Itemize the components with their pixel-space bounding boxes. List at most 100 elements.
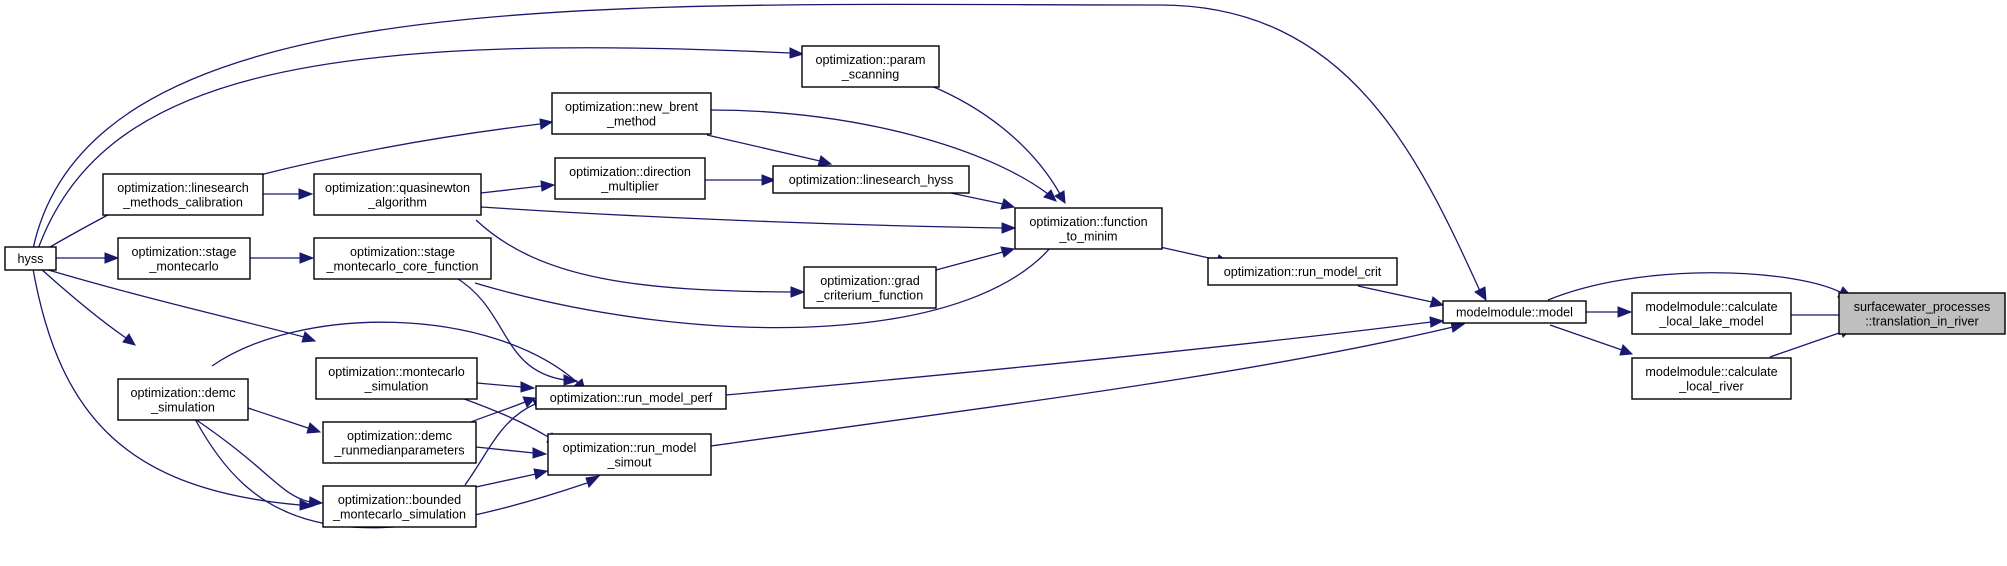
edge-hyss-demc xyxy=(39,267,136,346)
node-label: _simout xyxy=(606,455,652,469)
edge-lsmc-quasi xyxy=(263,188,314,200)
edge-smcf-perf xyxy=(454,276,579,386)
node-box xyxy=(801,45,940,88)
edge-hyss-param xyxy=(37,47,805,250)
node-label: optimization::grad xyxy=(820,274,919,288)
node-box xyxy=(315,357,478,400)
node-mcs[interactable]: optimization::montecarlo_simulation xyxy=(315,357,478,400)
node-label: optimization::bounded xyxy=(338,493,461,507)
node-label: optimization::stage xyxy=(350,245,455,259)
node-label: optimization::direction xyxy=(569,165,691,179)
node-smc[interactable]: optimization::stage_montecarlo xyxy=(117,237,251,280)
node-label: optimization::run_model_perf xyxy=(550,391,713,405)
node-label: _local_river xyxy=(1678,379,1743,393)
node-label: ::translation_in_river xyxy=(1865,314,1978,328)
edge-brent-lsh xyxy=(706,134,833,167)
node-label: modelmodule::model xyxy=(1456,306,1573,320)
node-demcrun[interactable]: optimization::demc_runmedianparameters xyxy=(322,421,477,464)
node-box xyxy=(535,385,727,410)
edge-demc-demcrun xyxy=(247,407,322,434)
node-box xyxy=(117,237,251,280)
edge-simout-model xyxy=(710,321,1466,447)
edge-quasi-dirm xyxy=(480,180,556,194)
node-box xyxy=(551,92,712,135)
node-label: modelmodule::calculate xyxy=(1645,300,1777,314)
edge-hyss-mcs xyxy=(44,268,317,343)
node-label: optimization::quasinewton xyxy=(325,181,470,195)
node-box xyxy=(1631,357,1792,400)
node-river[interactable]: modelmodule::calculate_local_river xyxy=(1631,357,1792,400)
edges xyxy=(32,3,1854,529)
node-box xyxy=(1631,292,1792,335)
node-label: _scanning xyxy=(841,67,899,81)
node-quasi[interactable]: optimization::quasinewton_algorithm xyxy=(313,173,482,216)
node-label: _runmedianparameters xyxy=(333,443,464,457)
node-label: _simulation xyxy=(150,400,215,414)
node-ftm[interactable]: optimization::function_to_minim xyxy=(1014,207,1163,250)
edge-lsmc-brent xyxy=(255,118,554,177)
edge-smcf-ftm xyxy=(474,210,1072,329)
node-lsh[interactable]: optimization::linesearch_hyss xyxy=(772,165,970,194)
node-label: _criterium_function xyxy=(816,288,923,302)
edge-brent-ftm xyxy=(710,109,1057,202)
node-lsmc[interactable]: optimization::linesearch_methods_calibra… xyxy=(102,173,264,216)
edge-perf-model xyxy=(725,316,1445,396)
node-dirm[interactable]: optimization::direction_multiplier xyxy=(554,157,706,200)
edge-param-ftm xyxy=(928,84,1066,205)
node-label: optimization::demc xyxy=(347,429,452,443)
node-label: optimization::stage xyxy=(131,245,236,259)
node-box xyxy=(322,421,477,464)
node-label: hyss xyxy=(18,252,44,266)
node-box xyxy=(117,378,249,421)
edge-demc-bmcs xyxy=(194,418,324,508)
node-label: _montecarlo_core_function xyxy=(326,259,479,273)
node-label: optimization::linesearch_hyss xyxy=(789,173,954,187)
edge-bmcs-simout xyxy=(475,468,549,488)
node-box xyxy=(1838,292,2006,335)
node-label: _to_minim xyxy=(1058,229,1117,243)
node-box xyxy=(1442,300,1587,324)
node-label: optimization::demc xyxy=(131,386,236,400)
node-label: _methods_calibration xyxy=(122,195,243,209)
node-box xyxy=(772,165,970,194)
node-label: optimization::new_brent xyxy=(565,100,699,114)
edge-model-lake xyxy=(1586,306,1633,318)
node-label: _method xyxy=(606,114,656,128)
node-box xyxy=(803,266,937,309)
edge-demcrun-simout xyxy=(475,446,548,459)
node-smcf[interactable]: optimization::stage_montecarlo_core_func… xyxy=(313,237,492,280)
node-bmcs[interactable]: optimization::bounded_montecarlo_simulat… xyxy=(322,485,477,528)
node-label: _montecarlo xyxy=(148,259,218,273)
edge-quasi-grad xyxy=(475,219,806,298)
node-label: _multiplier xyxy=(600,179,658,193)
edge-quasi-ftm xyxy=(480,206,1017,234)
node-label: _simulation xyxy=(364,379,429,393)
node-label: optimization::montecarlo xyxy=(328,365,465,379)
edge-smc-smcf xyxy=(250,252,315,264)
node-box xyxy=(4,246,57,271)
node-box xyxy=(313,237,492,280)
node-label: surfacewater_processes xyxy=(1854,300,1991,314)
node-hyss[interactable]: hyss xyxy=(4,246,57,271)
edge-crit-model xyxy=(1357,285,1445,308)
node-model[interactable]: modelmodule::model xyxy=(1442,300,1587,324)
node-label: optimization::linesearch xyxy=(117,181,249,195)
node-root[interactable]: surfacewater_processes::translation_in_r… xyxy=(1838,292,2006,335)
node-label: optimization::run_model xyxy=(563,441,697,455)
edge-hyss-model xyxy=(32,3,1487,302)
node-box xyxy=(1207,257,1398,286)
node-crit[interactable]: optimization::run_model_crit xyxy=(1207,257,1398,286)
node-box xyxy=(313,173,482,216)
node-simout[interactable]: optimization::run_model_simout xyxy=(547,433,712,476)
node-grad[interactable]: optimization::grad_criterium_function xyxy=(803,266,937,309)
node-label: _algorithm xyxy=(367,195,427,209)
edge-hyss-bmcs xyxy=(32,268,315,511)
node-box xyxy=(102,173,264,216)
node-param[interactable]: optimization::param_scanning xyxy=(801,45,940,88)
node-perf[interactable]: optimization::run_model_perf xyxy=(535,385,727,410)
node-brent[interactable]: optimization::new_brent_method xyxy=(551,92,712,135)
node-lake[interactable]: modelmodule::calculate_local_lake_model xyxy=(1631,292,1792,335)
node-label: _local_lake_model xyxy=(1658,314,1763,328)
node-demc[interactable]: optimization::demc_simulation xyxy=(117,378,249,421)
